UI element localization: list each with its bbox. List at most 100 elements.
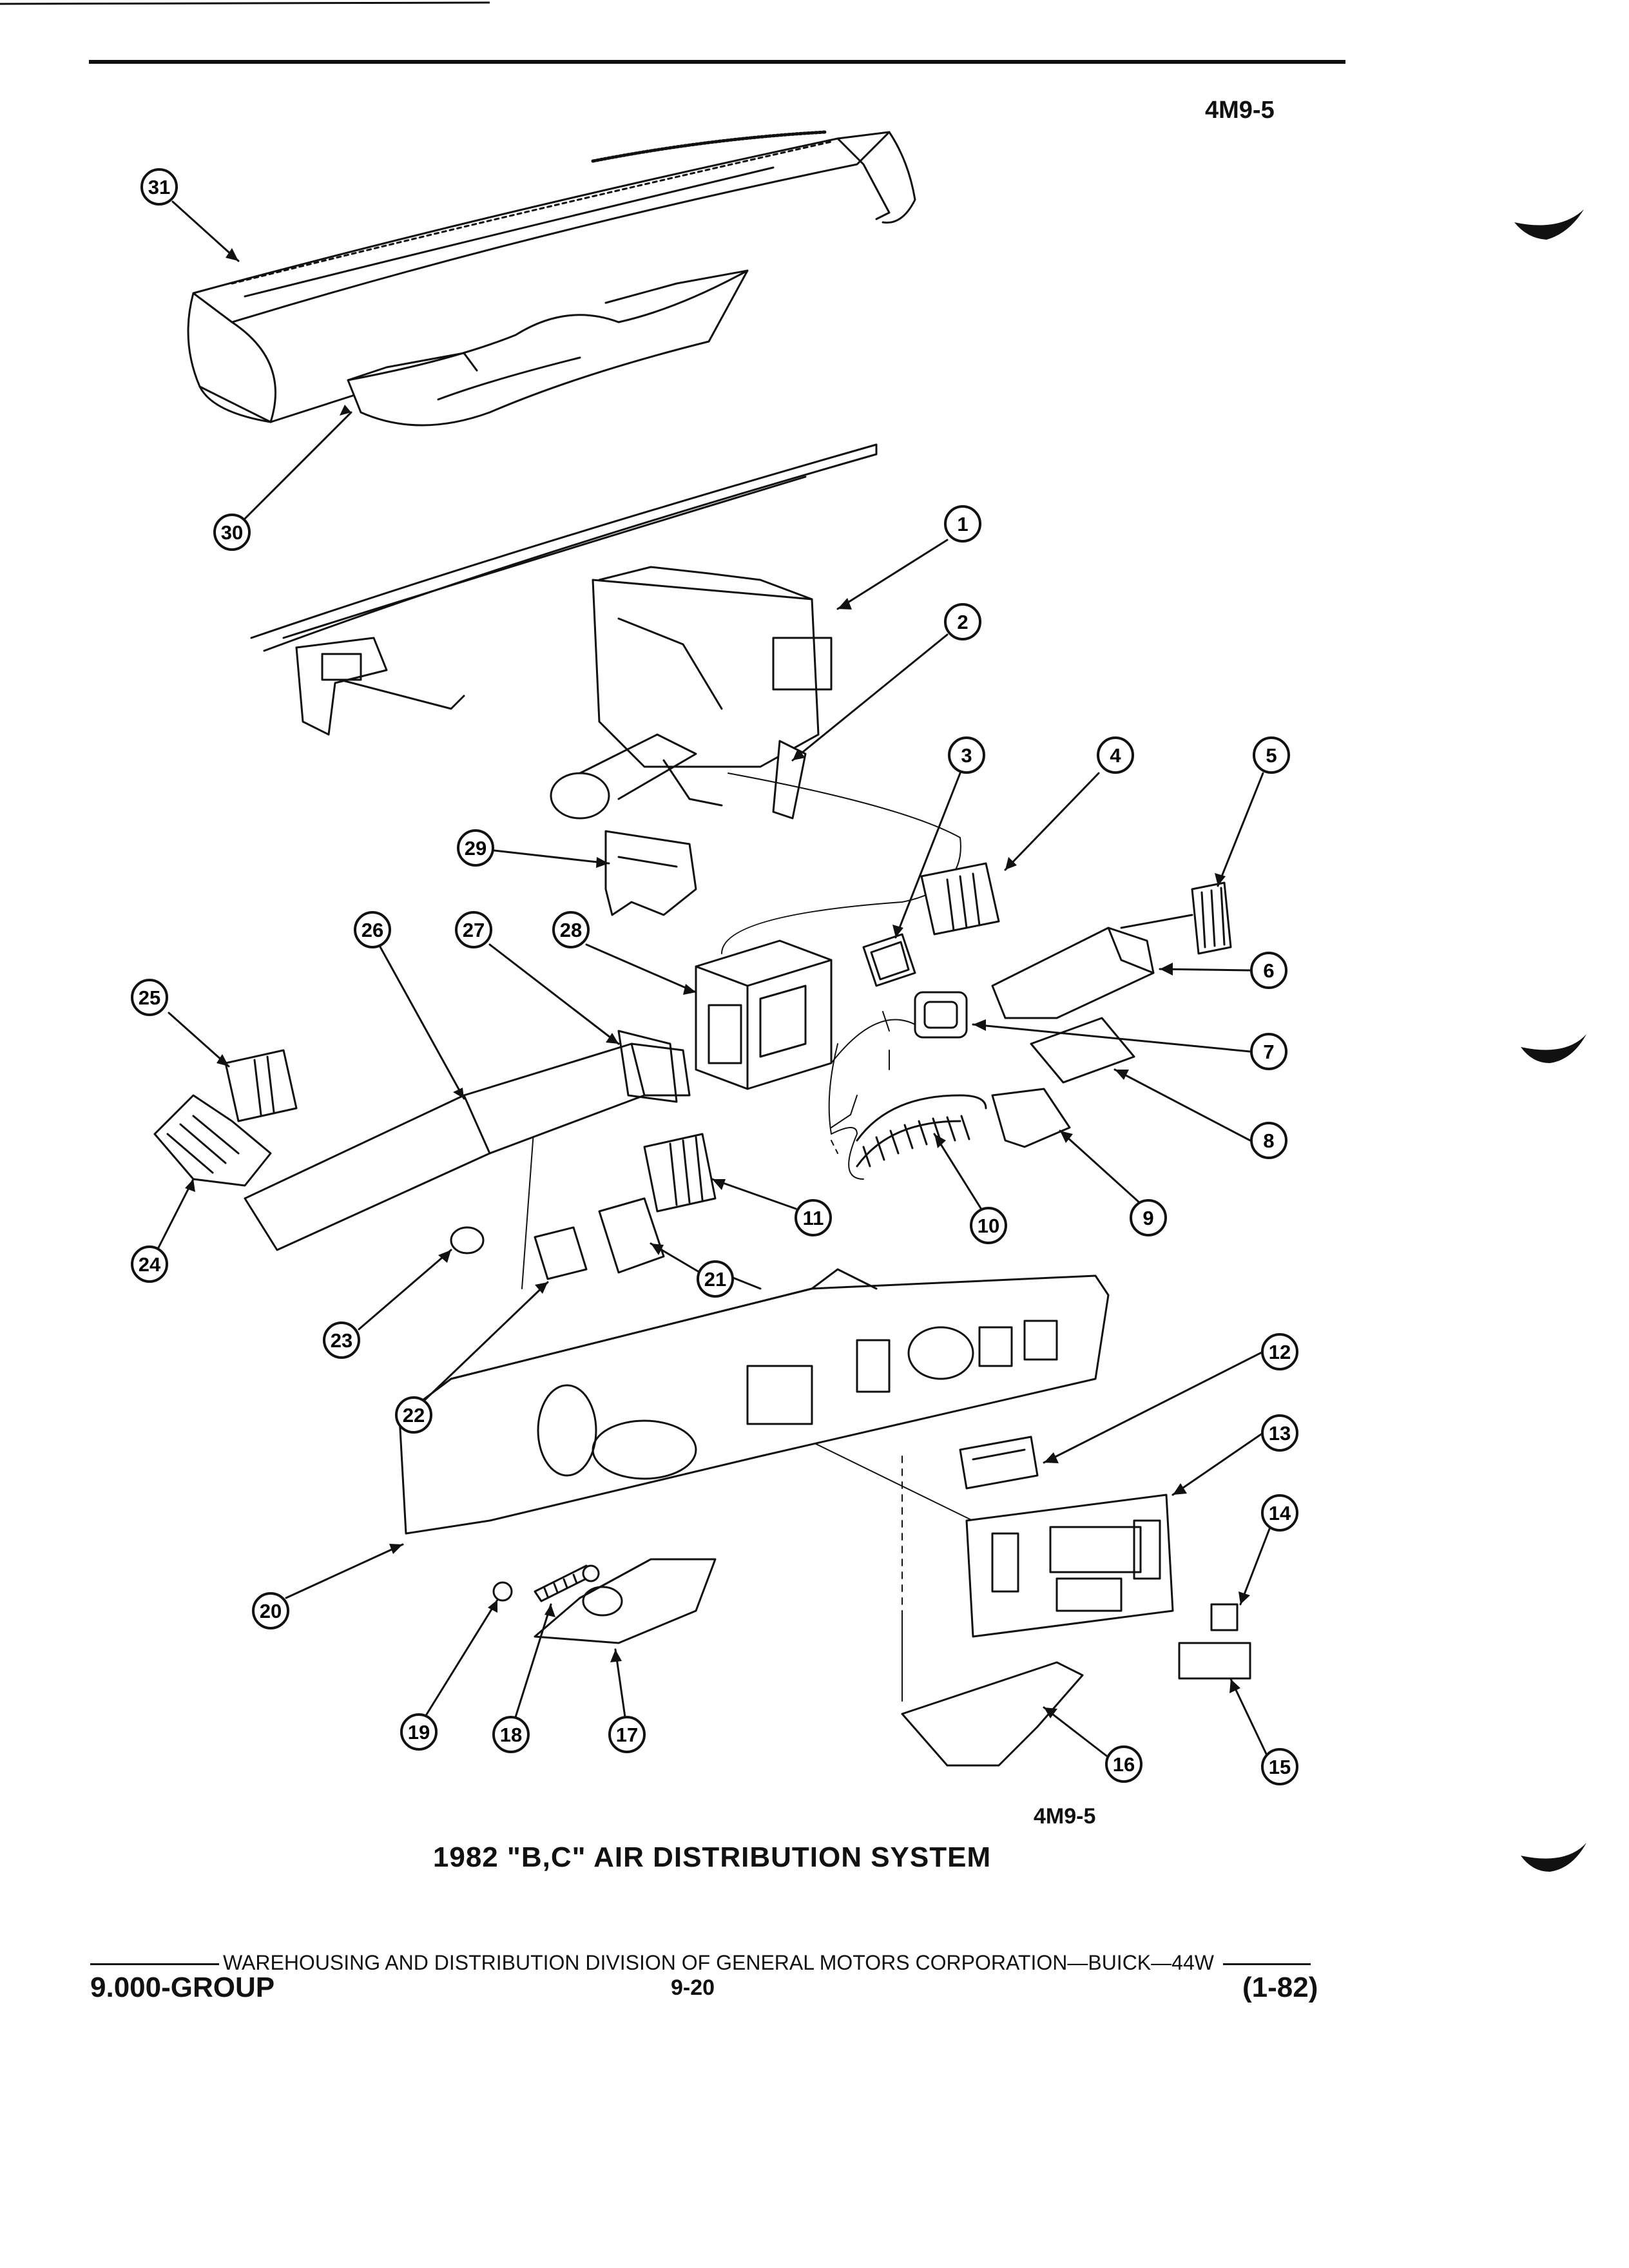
leader-guides [521,773,987,1702]
bracket-2 [772,740,807,820]
callout-10: 10 [970,1207,1007,1244]
footer-rule-left [90,1963,219,1966]
nut-18 [582,1564,600,1582]
svg-text:5: 5 [1266,744,1277,767]
washer-19 [492,1581,513,1602]
callout-3: 3 [948,736,985,774]
footer-rule-right [1222,1963,1311,1966]
instrument-panel-pad [187,130,916,423]
callout-17: 17 [608,1716,646,1753]
svg-text:12: 12 [1269,1341,1291,1363]
svg-text:1: 1 [957,513,968,535]
callout-11: 11 [795,1199,832,1236]
callout-19: 19 [400,1713,438,1751]
duct-ring-3 [862,933,916,987]
callout-30: 30 [213,514,251,551]
callout-6: 6 [1250,952,1287,989]
callout-22: 22 [395,1396,432,1434]
duct-6 [991,914,1193,1019]
callout-arrowheads [185,248,1250,1718]
callout-13: 13 [1261,1414,1298,1452]
svg-text:21: 21 [704,1268,726,1291]
callout-labels: 31 30 1 2 3 4 5 6 7 8 9 10 11 12 13 14 1… [131,168,1298,1785]
svg-text:27: 27 [463,919,485,941]
svg-text:3: 3 [961,744,972,767]
svg-text:13: 13 [1269,1422,1291,1445]
svg-text:19: 19 [408,1721,430,1744]
figure-caption: 1982 "B,C" AIR DISTRIBUTION SYSTEM [432,1841,992,1873]
svg-text:31: 31 [148,176,170,198]
bracket-9 [991,1088,1071,1148]
callout-5: 5 [1253,736,1290,774]
knob-14 [1210,1603,1239,1631]
svg-text:4: 4 [1110,744,1121,767]
bezel-22 [534,1226,588,1280]
callout-4: 4 [1097,736,1134,774]
svg-text:24: 24 [139,1253,161,1276]
callout-26: 26 [354,911,391,948]
outlet-grille-4 [920,862,1000,936]
svg-text:18: 18 [500,1724,522,1746]
duct-coupler-7 [914,991,968,1039]
outlet-grille-5 [1191,881,1232,955]
callout-21: 21 [697,1260,734,1298]
callout-23: 23 [323,1321,360,1359]
top-edge-line [0,1,490,5]
duct-21 [598,1197,665,1274]
distribution-plenum [695,939,833,1090]
callout-7: 7 [1250,1033,1287,1070]
callout-12: 12 [1261,1333,1298,1370]
callout-20: 20 [252,1592,289,1629]
outlet-grille-11 [643,1133,717,1213]
svg-text:10: 10 [978,1215,999,1237]
heater-ac-module [550,566,833,820]
svg-text:17: 17 [616,1724,638,1746]
callout-18: 18 [492,1716,530,1753]
callout-9: 9 [1130,1199,1167,1236]
figure-code-top: 4M9-5 [1205,97,1275,124]
control-bracket-12 [959,1436,1039,1490]
column-cover-17 [534,1558,717,1644]
svg-text:15: 15 [1269,1756,1291,1778]
callout-14: 14 [1261,1494,1298,1532]
svg-text:26: 26 [361,919,383,941]
callout-24: 24 [131,1245,168,1283]
svg-text:22: 22 [403,1404,425,1427]
bracket-29 [604,830,697,916]
svg-text:20: 20 [260,1600,282,1622]
svg-text:29: 29 [465,837,487,860]
svg-text:9: 9 [1142,1207,1153,1229]
svg-text:7: 7 [1263,1041,1274,1063]
footer-publisher-line: WAREHOUSING AND DISTRIBUTION DIVISION OF… [90,1951,1311,1975]
outlet-grille-25 [224,1049,298,1122]
lower-trim-panel [347,269,749,427]
lower-cover-16 [901,1661,1084,1767]
grommet-23 [450,1226,485,1254]
cowl-panel [250,443,878,736]
svg-text:2: 2 [957,611,968,633]
footer-date: (1-82) [1242,1972,1318,2003]
callout-15: 15 [1261,1748,1298,1785]
callout-2: 2 [944,603,981,640]
callout-16: 16 [1105,1745,1142,1783]
svg-text:8: 8 [1263,1129,1274,1152]
figure-code-bottom: 4M9-5 [1034,1804,1096,1829]
gasket-27 [617,1030,678,1103]
svg-text:23: 23 [331,1329,352,1352]
instrument-panel-carrier [398,1268,1110,1535]
svg-text:25: 25 [139,986,160,1009]
svg-text:6: 6 [1263,959,1274,982]
panel-insert-15 [1178,1642,1251,1680]
callout-29: 29 [457,829,494,867]
callout-28: 28 [552,911,590,948]
callout-1: 1 [944,505,981,543]
footer-group: 9.000-GROUP [90,1972,275,2003]
bracket-8 [1030,1017,1135,1084]
flex-hose-10 [856,1094,987,1168]
callout-8: 8 [1250,1122,1287,1159]
svg-text:16: 16 [1113,1753,1135,1776]
svg-text:30: 30 [221,521,243,544]
callout-27: 27 [455,911,492,948]
svg-text:14: 14 [1269,1502,1291,1524]
svg-text:28: 28 [560,919,582,941]
